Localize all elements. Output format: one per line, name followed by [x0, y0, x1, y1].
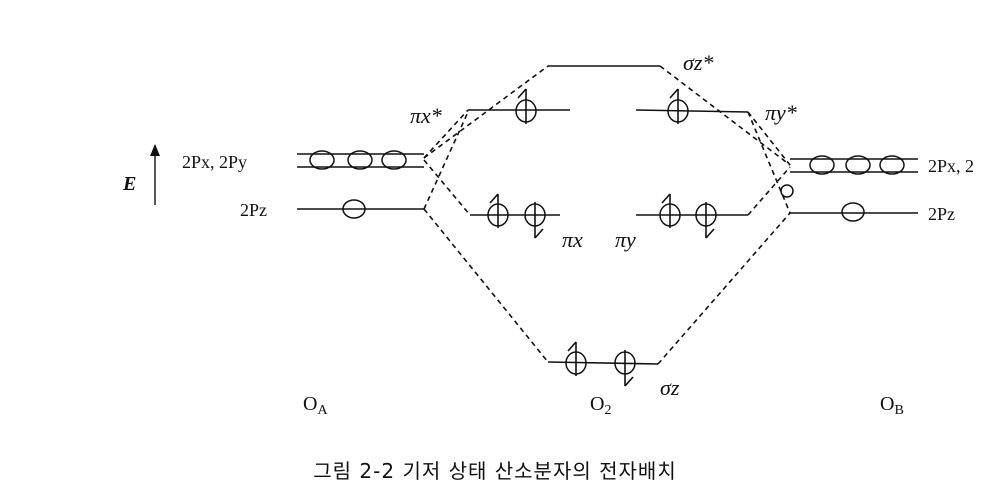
left-2pz-orbital	[342, 199, 366, 219]
pi-y-electron-pair	[659, 193, 717, 239]
left-2p-orbital-2	[347, 150, 373, 170]
left-2px-2py-label: 2Px, 2Py	[182, 152, 247, 172]
right-2pz-label: 2Pz	[928, 204, 955, 224]
pi-y-star-level	[635, 109, 749, 113]
sigma-level	[547, 361, 659, 365]
left-atom-levels: 2Px, 2Py 2Pz	[182, 150, 424, 220]
sigma-electron-pair	[565, 341, 636, 387]
sigma-star-label: σz*	[683, 50, 713, 75]
right-2p-orbital-1	[809, 155, 835, 175]
right-atom-levels: 2Px, 2 2Pz	[790, 155, 974, 224]
pi-x-star-electron	[515, 88, 537, 124]
pi-x-star-label: πx*	[410, 103, 442, 128]
sigma-label: σz	[660, 375, 680, 400]
correlation-lines	[423, 65, 791, 365]
atom-label-center: O2	[590, 393, 611, 418]
figure-caption: 그림 2-2 기저 상태 산소분자의 전자배치	[313, 459, 677, 483]
pi-y-star-label: πy*	[765, 100, 797, 125]
pi-x-label: πx	[562, 227, 583, 252]
right-2px-label: 2Px, 2	[928, 156, 974, 176]
energy-label: E	[122, 173, 136, 195]
atom-labels: OA O2 OB	[303, 393, 904, 418]
atom-label-right: OB	[880, 393, 904, 418]
energy-axis: E	[122, 144, 160, 205]
right-2p-orbital-3	[879, 155, 905, 175]
pi-x-electron-pair	[487, 193, 546, 239]
mo-levels: σz* πx* πy* πx πy	[410, 50, 797, 400]
right-2pz-orbital	[841, 202, 865, 222]
pi-y-star-electron	[667, 88, 689, 124]
right-2p-orbital-2	[845, 155, 871, 175]
left-2pz-label: 2Pz	[240, 200, 267, 220]
atom-label-left: OA	[303, 393, 328, 418]
energy-arrowhead	[150, 144, 160, 156]
left-2p-orbital-3	[381, 150, 407, 170]
left-2p-orbital-1	[309, 150, 335, 170]
pi-y-label: πy	[615, 227, 636, 252]
right-crossing-marker	[780, 184, 794, 198]
